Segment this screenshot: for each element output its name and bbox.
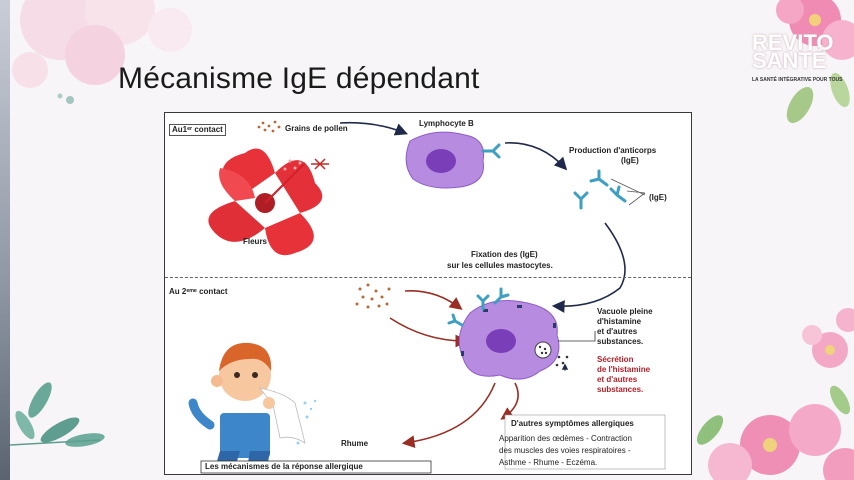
- mastocyte-cell: [458, 300, 569, 380]
- secretion-label-2: de l'histamine: [597, 365, 651, 374]
- diagram-caption: Les mécanismes de la réponse allergique: [205, 462, 363, 471]
- ige-antibodies: [573, 169, 627, 210]
- logo-text: REVITO SANTÉ: [752, 30, 834, 73]
- left-edge-strip: [0, 0, 10, 480]
- antibody-production-label-1: Production d'anticorps: [569, 146, 657, 155]
- arrow-fixation-to-mastocyte: [551, 222, 626, 313]
- secretion-label-1: Sécrétion: [597, 355, 634, 364]
- vacuole-pointer: [558, 331, 596, 342]
- rhume-label: Rhume: [341, 439, 369, 448]
- arrow-to-antibody-production: [504, 142, 568, 171]
- diagram-graphics: [188, 120, 666, 474]
- lymphocyte-label: Lymphocyte B: [419, 119, 474, 128]
- secretion-label-3: et d'autres: [597, 375, 638, 384]
- arrow-to-other-symptoms: [500, 382, 519, 420]
- ige-label: (IgE): [649, 193, 667, 202]
- caption-box: [200, 460, 432, 474]
- bottom-left-leaves: [9, 382, 105, 447]
- contact-separator: [165, 277, 691, 278]
- bottom-right-blossom: [696, 385, 854, 480]
- hibiscus-flower: [208, 148, 329, 256]
- pollen-dots-second: [355, 283, 391, 309]
- fixation-label-1: Fixation des (IgE): [471, 250, 538, 259]
- vacuole-label-2: d'histamine: [597, 317, 642, 326]
- antibodies-on-mastocyte: [447, 287, 510, 327]
- fixation-label-2: sur les cellules mastocytes.: [447, 261, 553, 270]
- antibody-production-label-2: (IgE): [621, 156, 639, 165]
- ige-pointer-lines: [610, 178, 646, 206]
- vacuole-label-4: substances.: [597, 337, 644, 346]
- pollen-dots-top: [257, 120, 281, 133]
- first-contact-label: Au1ᵉʳ contact: [169, 124, 226, 136]
- vacuole-label-1: Vacuole pleine: [597, 307, 653, 316]
- lymphocyte-b-cell: [405, 131, 485, 189]
- pollen-label: Grains de pollen: [285, 124, 348, 133]
- sneezing-boy: [188, 342, 317, 468]
- antibody-on-lymphocyte: [481, 143, 501, 159]
- symptoms-line-3: Asthme - Rhume - Eczéma.: [499, 458, 598, 467]
- secretion-label-4: substances.: [597, 385, 644, 394]
- teal-dot: [57, 93, 63, 99]
- teal-dot: [66, 96, 74, 104]
- allergy-diagram: Au1ᵉʳ contact Grains de pollen Fleurs Ly…: [164, 112, 692, 475]
- flowers-label: Fleurs: [243, 237, 268, 246]
- right-blossom: [802, 308, 854, 368]
- top-right-blossom: [776, 0, 854, 124]
- second-contact-label: Au 2ᵉᵐᵉ contact: [169, 287, 228, 296]
- arrow-pollen-to-lymphocyte: [339, 121, 408, 136]
- top-left-blossom: [12, 0, 192, 88]
- other-symptoms-label: D'autres symptômes allergiques: [511, 419, 634, 428]
- slide-title: Mécanisme IgE dépendant: [118, 62, 480, 95]
- arrow-pollen-to-mastocyte-bottom: [389, 317, 469, 348]
- symptoms-line-1: Apparition des œdèmes - Contraction: [499, 434, 632, 443]
- logo-tagline: LA SANTÉ INTÉGRATIVE POUR TOUS: [752, 77, 843, 83]
- symptoms-box: [504, 414, 666, 470]
- arrow-pollen-to-mastocyte-top: [404, 290, 463, 310]
- vacuole-label-3: et d'autres: [597, 327, 638, 336]
- symptoms-line-2: des muscles des voies respiratoires -: [499, 446, 631, 455]
- arrow-to-rhume: [401, 382, 496, 448]
